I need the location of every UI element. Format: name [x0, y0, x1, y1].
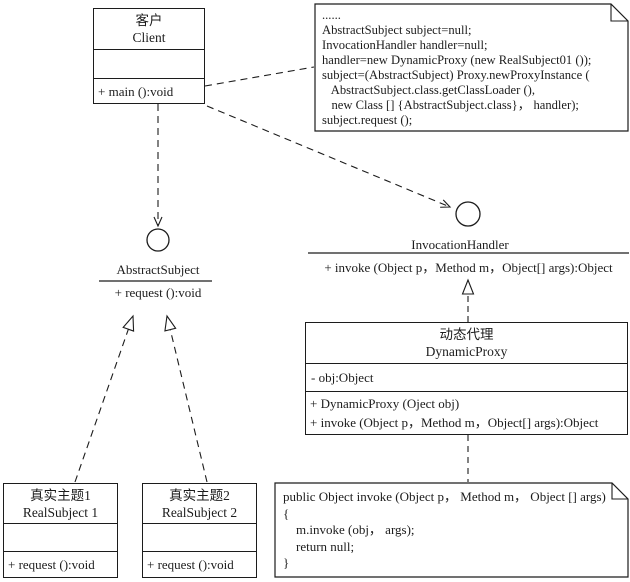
abstractsubject-method: + request ():void [114, 285, 202, 300]
class-realsubject1-title: 真实主题1 RealSubject 1 [4, 484, 117, 523]
class-client-title: 客户 Client [94, 9, 204, 49]
dependency-client-to-invocationhandler [206, 105, 452, 208]
realization-realsubject2-to-abstractsubject [164, 314, 208, 483]
class-realsubject1-name-en: RealSubject 1 [22, 504, 99, 520]
top-note-line: new Class [] {AbstractSubject.class}， ha… [322, 98, 579, 112]
class-dynamicproxy-name-cn: 动态代理 [439, 327, 494, 342]
class-realsubject2-attributes-empty [143, 523, 256, 551]
class-realsubject1-method: + request ():void [4, 551, 117, 577]
note-fold-icon [611, 483, 628, 500]
class-realsubject1-name-cn: 真实主题1 [30, 487, 91, 503]
bottom-note-line: return null; [283, 538, 355, 554]
abstractsubject-interface-name: AbstractSubject [116, 262, 200, 277]
class-dynamicproxy-method: + invoke (Object p，Method m，Object[] arg… [310, 415, 599, 430]
top-note-shape [314, 3, 629, 132]
class-dynamicproxy-method: + DynamicProxy (Oject obj) [310, 396, 460, 411]
class-realsubject1: 真实主题1 RealSubject 1 + request ():void [3, 483, 118, 578]
class-client-name-cn: 客户 [135, 13, 163, 28]
class-realsubject1-attributes-empty [4, 523, 117, 551]
class-dynamicproxy-methods: + DynamicProxy (Oject obj) + invoke (Obj… [306, 391, 627, 434]
class-realsubject2-title: 真实主题2 RealSubject 2 [143, 484, 256, 523]
top-note-line: AbstractSubject.class.getClassLoader (), [322, 83, 535, 97]
class-realsubject2-method: + request ():void [143, 551, 256, 577]
bottom-note-line: { [283, 505, 290, 521]
bottom-note-shape [274, 482, 629, 578]
class-dynamicproxy-name-en: DynamicProxy [425, 344, 508, 359]
class-dynamicproxy-title: 动态代理 DynamicProxy [306, 323, 627, 363]
note-fold-icon [610, 4, 628, 22]
abstractsubject-interface-lollipop-icon [146, 228, 170, 252]
top-note-line: handler=new DynamicProxy (new RealSubjec… [322, 53, 592, 67]
invocationhandler-method: + invoke (Object p，Method m，Object[] arg… [324, 260, 613, 275]
realization-realsubject1-to-abstractsubject [74, 314, 135, 483]
class-client-name-en: Client [132, 30, 166, 45]
invocationhandler-interface-name: InvocationHandler [411, 237, 509, 252]
top-note-line: subject=(AbstractSubject) Proxy.newProxy… [322, 68, 590, 82]
class-realsubject2: 真实主题2 RealSubject 2 + request ():void [142, 483, 257, 578]
class-client-attributes-empty [94, 49, 204, 78]
invocationhandler-interface-lollipop-icon [455, 201, 481, 227]
class-client-method: + main ():void [94, 78, 204, 103]
class-realsubject2-name-en: RealSubject 2 [161, 504, 238, 520]
bottom-note-line: } [283, 555, 290, 570]
class-client: 客户 Client + main ():void [93, 8, 205, 104]
top-note-line: InvocationHandler handler=null; [322, 38, 488, 52]
top-note-line: AbstractSubject subject=null; [322, 23, 472, 37]
bottom-note-line: public Object invoke (Object p， Method m… [283, 489, 606, 504]
class-dynamicproxy-attribute: - obj:Object [306, 363, 627, 391]
note-anchor-client-to-top-note [204, 66, 315, 87]
top-note-line: subject.request (); [322, 113, 413, 127]
class-realsubject2-name-cn: 真实主题2 [169, 487, 230, 503]
class-dynamicproxy: 动态代理 DynamicProxy - obj:Object + Dynamic… [305, 322, 628, 435]
top-note-line: ...... [322, 8, 341, 22]
bottom-note-line: m.invoke (obj， args); [283, 522, 415, 537]
